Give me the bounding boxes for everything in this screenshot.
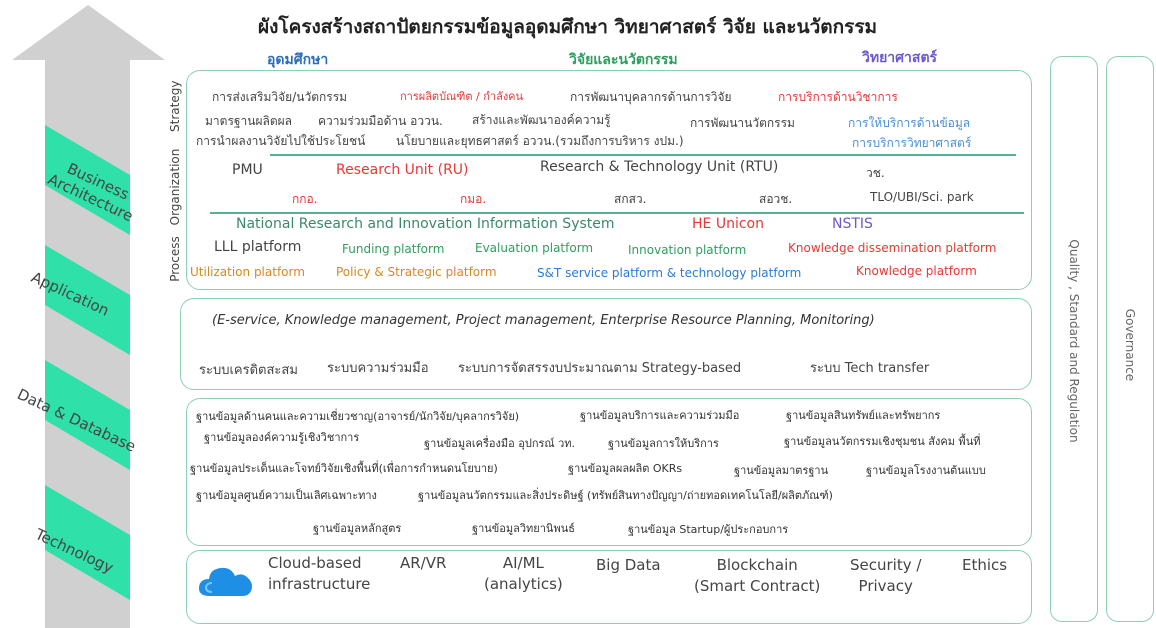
band-business: [45, 125, 130, 235]
tech-item: Blockchain(Smart Contract): [694, 556, 821, 595]
database-item: ฐานข้อมูลการให้บริการ: [608, 437, 719, 450]
tech-item: AI/ML(analytics): [484, 554, 563, 593]
process-item: Innovation platform: [628, 243, 747, 257]
application-panel: [180, 298, 1032, 390]
side-label-strategy: Strategy: [168, 80, 182, 132]
process-item: Evaluation platform: [475, 241, 594, 255]
application-description: (E-service, Knowledge management, Projec…: [212, 313, 875, 328]
side-label-organization: Organization: [168, 148, 182, 226]
process-item: LLL platform: [214, 239, 302, 255]
band-technology: [45, 485, 130, 600]
strategy-item: นโยบายและยุทธศาสตร์ อววน.(รวมถึงการบริหา…: [396, 134, 684, 148]
database-item: ฐานข้อมูลประเด็นและโจทย์วิจัยเชิงพื้นที่…: [190, 462, 498, 475]
header-higher-ed: อุดมศึกษา: [267, 52, 329, 68]
application-system: ระบบการจัดสรรงบประมาณตาม Strategy-based: [458, 361, 742, 376]
divider-organization: [210, 212, 1024, 214]
strategy-item: การพัฒนาบุคลากรด้านการวิจัย: [570, 90, 732, 104]
database-item: ฐานข้อมูลมาตรฐาน: [734, 464, 829, 477]
strategy-item: การส่งเสริมวิจัย/นวัตกรรม: [212, 90, 348, 104]
quality-label: Quality , Standard and Regulation: [1067, 239, 1081, 443]
strategy-item: การผลิตบัณฑิต / กำลังคน: [400, 90, 524, 103]
governance-panel: [1106, 56, 1154, 622]
strategy-item: การบริการด้านวิชาการ: [778, 90, 898, 104]
database-item: ฐานข้อมูลสินทรัพย์และทรัพยากร: [786, 409, 941, 422]
database-item: ฐานข้อมูลนวัตกรรมและสิ่งประดิษฐ์ (ทรัพย์…: [418, 489, 833, 502]
tech-item: AR/VR: [400, 554, 447, 572]
org-item: PMU: [232, 162, 263, 178]
database-item: ฐานข้อมูลองค์ความรู้เชิงวิชาการ: [204, 431, 360, 444]
org-item: กมอ.: [460, 192, 487, 206]
strategy-item: มาตรฐานผลิตผล: [205, 114, 293, 128]
tech-item: Big Data: [596, 556, 661, 574]
business-panel: [186, 70, 1032, 290]
strategy-item: ความร่วมมือด้าน อววน.: [318, 114, 443, 128]
process-item: Knowledge dissemination platform: [788, 241, 997, 255]
org-item: กกอ.: [292, 192, 318, 206]
process-item: NSTIS: [832, 216, 873, 232]
database-item: ฐานข้อมูลวิทยานิพนธ์: [472, 522, 575, 535]
divider-strategy: [270, 154, 1016, 156]
process-item: Knowledge platform: [856, 264, 977, 278]
process-item: Funding platform: [342, 242, 445, 256]
database-item: ฐานข้อมูลโรงงานต้นแบบ: [866, 464, 986, 477]
band-data: [45, 360, 130, 470]
process-item: National Research and Innovation Informa…: [236, 216, 615, 232]
org-item: TLO/UBI/Sci. park: [870, 190, 974, 204]
cloud-icon: [198, 567, 252, 596]
process-item: Utilization platform: [190, 265, 305, 279]
tech-item: Security /Privacy: [850, 556, 922, 595]
page-title: ผังโครงสร้างสถาปัตยกรรมข้อมูลอุดมศึกษา ว…: [258, 16, 878, 38]
database-item: ฐานข้อมูลนวัตกรรมเชิงชุมชน สังคม พื้นที่: [784, 435, 981, 448]
org-item: Research & Technology Unit (RTU): [540, 159, 779, 175]
process-item: S&T service platform & technology platfo…: [537, 266, 802, 280]
strategy-item: การบริการวิทยาศาสตร์: [852, 136, 972, 150]
strategy-item: การให้บริการด้านข้อมูล: [848, 116, 971, 130]
strategy-item: การนำผลงานวิจัยไปใช้ประโยชน์: [196, 134, 366, 148]
quality-panel: [1050, 56, 1098, 622]
strategy-item: การพัฒนานวัตกรรม: [690, 116, 795, 130]
org-item: สกสว.: [614, 192, 647, 206]
application-system: ระบบ Tech transfer: [810, 361, 930, 376]
technology-panel: [186, 550, 1032, 624]
side-label-process: Process: [168, 236, 182, 282]
application-system: ระบบความร่วมมือ: [327, 361, 429, 376]
database-item: ฐานข้อมูลบริการและความร่วมมือ: [580, 409, 740, 422]
database-item: ฐานข้อมูลเครื่องมือ อุปกรณ์ วท.: [424, 437, 576, 450]
governance-label: Governance: [1123, 308, 1137, 382]
org-item: วช.: [866, 166, 885, 180]
header-science: วิทยาศาสตร์: [862, 50, 938, 66]
database-item: ฐานข้อมูลศูนย์ความเป็นเลิศเฉพาะทาง: [196, 489, 377, 502]
database-item: ฐานข้อมูลหลักสูตร: [313, 522, 402, 535]
header-research: วิจัยและนวัตกรรม: [569, 52, 678, 68]
org-item: Research Unit (RU): [336, 162, 469, 178]
band-application: [45, 245, 130, 355]
database-item: ฐานข้อมูลผลผลิต OKRs: [568, 462, 683, 475]
tech-item: Ethics: [962, 556, 1008, 574]
org-item: สอวช.: [759, 192, 793, 206]
process-item: Policy & Strategic platform: [336, 265, 497, 279]
database-item: ฐานข้อมูลด้านคนและความเชี่ยวชาญ(อาจารย์/…: [196, 410, 520, 423]
data-panel: [186, 398, 1032, 546]
process-item: HE Unicon: [692, 216, 764, 232]
application-system: ระบบเครดิตสะสม: [199, 363, 298, 378]
database-item: ฐานข้อมูล Startup/ผู้ประกอบการ: [628, 523, 789, 536]
layer-arrow: [12, 5, 165, 628]
strategy-item: สร้างและพัฒนาองค์ความรู้: [472, 113, 611, 127]
